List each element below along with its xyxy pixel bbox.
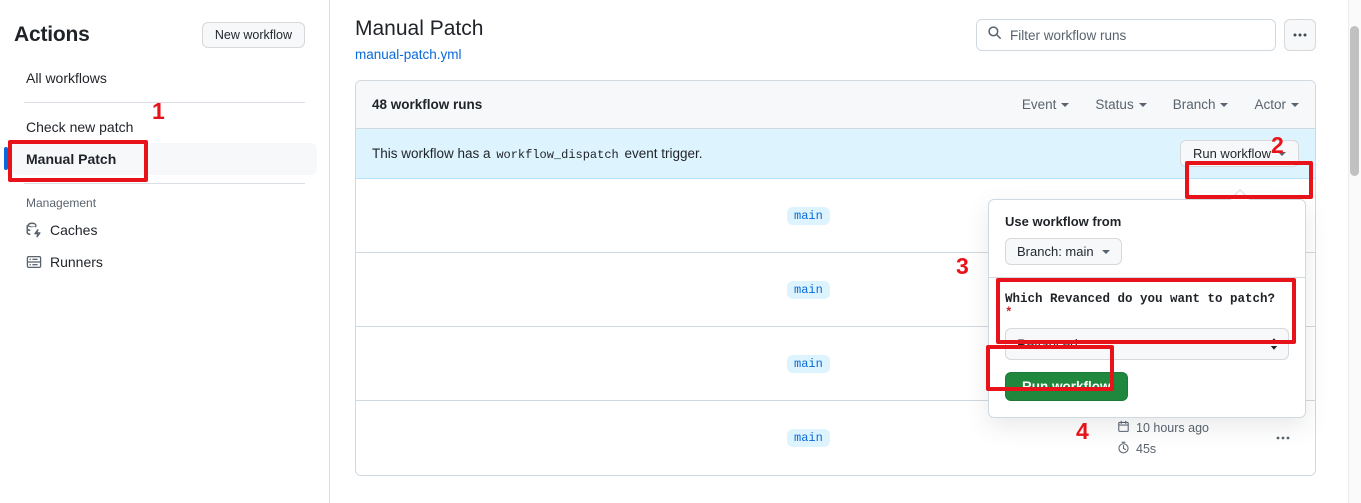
sidebar-item-label: Caches — [50, 222, 98, 238]
run-branch-cell: main — [787, 206, 1117, 225]
branch-badge[interactable]: main — [787, 354, 830, 373]
new-workflow-button[interactable]: New workflow — [201, 22, 305, 48]
revanced-select-value: Revanced — [1017, 336, 1078, 352]
chevron-down-icon — [1291, 102, 1299, 107]
filter-actor[interactable]: Actor — [1254, 97, 1299, 112]
run-meta-cell: 10 hours ago 45s — [1117, 420, 1267, 457]
dispatch-text-after: event trigger. — [624, 145, 703, 161]
sidebar-item-label: Check new patch — [26, 119, 134, 135]
run-branch-cell: main — [787, 429, 1117, 447]
sidebar-divider — [24, 183, 305, 184]
row-more-options-button[interactable] — [1267, 430, 1299, 446]
sidebar-group-management: Management — [26, 196, 97, 210]
branch-badge[interactable]: main — [787, 280, 830, 299]
run-branch-cell: main — [787, 354, 1117, 373]
use-workflow-from-label: Use workflow from — [1005, 214, 1122, 229]
workflow-dispatch-banner: This workflow has a workflow_dispatch ev… — [356, 129, 1315, 179]
page-scrollbar-thumb[interactable] — [1350, 26, 1359, 176]
sidebar-divider — [24, 102, 305, 103]
filter-label: Branch — [1172, 97, 1216, 112]
dispatch-text-before: This workflow has a — [372, 145, 491, 161]
filter-branch[interactable]: Branch — [1173, 97, 1229, 112]
run-timestamp-label: 10 hours ago — [1136, 420, 1209, 435]
input-field-label: Which Revanced do you want to patch? * — [1005, 292, 1289, 320]
popover-divider — [989, 277, 1305, 278]
sidebar-nav: All workflows Check new patch Manual Pat… — [0, 56, 329, 278]
run-workflow-dropdown-button[interactable]: Run workflow — [1179, 140, 1299, 167]
run-timestamp: 10 hours ago — [1117, 420, 1267, 436]
dispatch-event-code: workflow_dispatch — [496, 147, 619, 162]
runs-filters: Event Status Branch Actor — [1022, 97, 1299, 112]
run-workflow-popover: Use workflow from Branch: main Which Rev… — [988, 189, 1306, 418]
chevron-down-icon — [1061, 102, 1070, 107]
revanced-select[interactable]: Revanced — [1005, 328, 1289, 360]
required-marker: * — [1005, 306, 1013, 320]
sidebar-item-label: Manual Patch — [26, 151, 117, 167]
header-actions — [976, 19, 1316, 51]
more-options-button[interactable] — [1284, 19, 1316, 51]
main-header: Manual Patch manual-patch.yml — [355, 14, 1316, 66]
run-duration: 45s — [1117, 441, 1267, 457]
branch-badge[interactable]: main — [787, 429, 830, 447]
filter-event[interactable]: Event — [1022, 97, 1070, 112]
runs-panel-header: 48 workflow runs Event Status Branch — [356, 81, 1315, 129]
chevron-down-icon — [1101, 249, 1110, 254]
run-duration-label: 45s — [1136, 441, 1157, 456]
sidebar-item-runners[interactable]: Runners — [12, 246, 317, 278]
branch-selector[interactable]: Branch: main — [1005, 238, 1122, 265]
filter-label: Status — [1095, 97, 1134, 112]
sidebar-item-label: Runners — [50, 254, 103, 270]
sidebar-item-label: All workflows — [26, 70, 107, 86]
branch-selector-label: Branch: main — [1017, 244, 1094, 259]
chevron-down-icon — [1278, 151, 1286, 156]
input-label-text: Which Revanced do you want to patch? — [1005, 292, 1276, 306]
runners-icon — [26, 254, 42, 270]
filter-label: Event — [1021, 97, 1057, 112]
sidebar-title: Actions — [14, 23, 90, 46]
sidebar-item-check-new-patch[interactable]: Check new patch — [12, 111, 317, 143]
calendar-icon — [1117, 420, 1130, 436]
dispatch-banner-text: This workflow has a workflow_dispatch ev… — [372, 146, 703, 162]
runs-count-label: 48 workflow runs — [372, 97, 483, 112]
submit-run-workflow-button[interactable]: Run workflow — [1005, 372, 1128, 401]
cache-icon — [26, 222, 42, 238]
page-heading-group: Manual Patch manual-patch.yml — [355, 14, 483, 66]
stopwatch-icon — [1117, 441, 1130, 457]
sidebar-item-caches[interactable]: Caches — [12, 214, 317, 246]
run-workflow-label: Run workflow — [1192, 146, 1271, 161]
use-workflow-from-section: Use workflow from Branch: main — [989, 200, 1305, 277]
search-input[interactable] — [1010, 27, 1265, 43]
search-box[interactable] — [976, 19, 1276, 51]
search-icon — [987, 25, 1002, 45]
branch-badge[interactable]: main — [787, 206, 830, 225]
popover-footer: Run workflow — [989, 372, 1305, 417]
workflow-inputs-section: Which Revanced do you want to patch? * R… — [989, 278, 1305, 372]
page-title: Manual Patch — [355, 17, 484, 40]
stepper-icon — [1269, 336, 1279, 352]
sidebar-item-manual-patch[interactable]: Manual Patch — [4, 143, 317, 175]
sidebar-item-all-workflows[interactable]: All workflows — [12, 62, 317, 94]
sidebar-header: Actions New workflow — [0, 8, 329, 56]
main-right-edge — [1347, 0, 1348, 503]
chevron-down-icon — [1138, 102, 1147, 107]
chevron-down-icon — [1220, 102, 1229, 107]
filter-status[interactable]: Status — [1095, 97, 1147, 112]
workflow-file-link[interactable]: manual-patch.yml — [355, 47, 462, 62]
filter-label: Actor — [1254, 97, 1286, 112]
run-branch-cell: main — [787, 280, 1117, 299]
sidebar: Actions New workflow All workflows Check… — [0, 0, 330, 503]
